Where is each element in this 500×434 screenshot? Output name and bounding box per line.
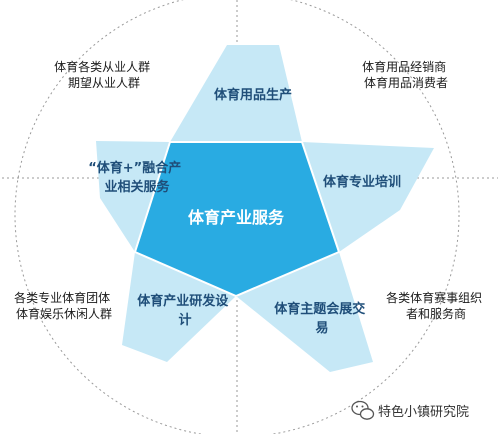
petal-right (302, 142, 434, 252)
petal-left (96, 141, 170, 252)
outer-dashed-circle (14, 0, 460, 434)
center-label: 体育产业服务 (188, 208, 285, 227)
wechat-icon (351, 400, 375, 420)
outer-label-bottom-right: 各类体育赛事组织 者和服务商 (386, 290, 486, 321)
petal-bottom-left (122, 252, 236, 362)
segment-label-bottom-left: 体育产业研发设 计 (137, 293, 233, 328)
center-pentagon (135, 142, 339, 296)
watermark-text: 特色小镇研究院 (378, 404, 469, 420)
segment-label-top: 体育用品生产 (214, 87, 292, 103)
outer-label-top-left: 体育各类从业人群 期望从业人群 (54, 59, 154, 90)
segment-label-left: “体育+”融合产 业相关服务 (88, 160, 186, 195)
petal-top (170, 45, 302, 142)
segment-label-right: 体育专业培训 (323, 174, 401, 190)
petal-separator (133, 141, 341, 298)
segment-label-bottom-right: 体育主题会展交 易 (274, 301, 370, 336)
outer-label-top-right: 体育用品经销商 体育用品消费者 (362, 59, 450, 90)
outer-label-bottom-left: 各类专业体育团体 体育娱乐休闲人群 (14, 290, 114, 321)
watermark: 特色小镇研究院 (351, 400, 469, 420)
